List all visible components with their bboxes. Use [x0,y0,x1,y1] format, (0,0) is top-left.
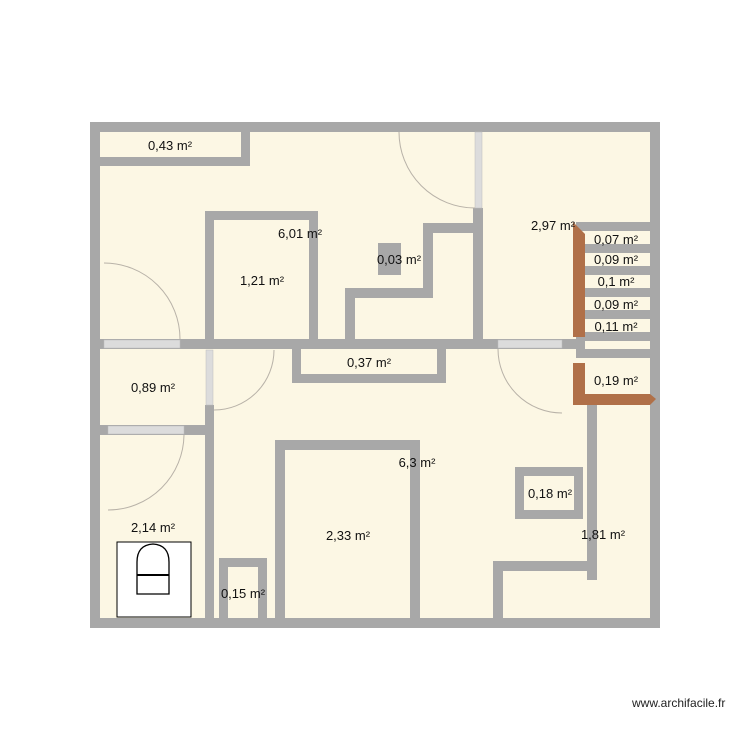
room-area-label: 0,11 m² [594,319,638,334]
door-leaf [497,339,563,349]
room-area-label: 0,07 m² [594,232,639,247]
room-area-label: 2,97 m² [531,218,576,233]
room-area-label: 0,19 m² [594,373,639,388]
doors [103,131,563,511]
stair-walls [573,222,656,405]
room-area-label: 2,33 m² [326,528,371,543]
door-leaf [107,425,185,435]
room-area-label: 0,43 m² [148,138,193,153]
room-area-label: 0,1 m² [598,274,636,289]
room-area-label: 6,01 m² [278,226,323,241]
room-area-label: 2,14 m² [131,520,176,535]
door-leaf [205,349,214,406]
room-labels: 0,43 m² 6,01 m² 1,21 m² 0,03 m² 2,97 m² … [131,138,639,601]
door-swing-arc [398,131,476,209]
room-area-label: 1,21 m² [240,273,285,288]
door-swing-arc [497,348,563,414]
room-area-label: 0,37 m² [347,355,392,370]
room-area-label: 0,09 m² [594,297,639,312]
door-leaf [474,131,483,209]
room-area-label: 0,89 m² [131,380,176,395]
door-swing-arc [213,349,275,411]
room-area-label: 6,3 m² [399,455,437,470]
room-area-label: 0,15 m² [221,586,266,601]
room-area-label: 0,03 m² [377,252,422,267]
room-area-label: 1,81 m² [581,527,626,542]
door-swing-arc [103,262,181,340]
watermark: www.archifacile.fr [632,696,726,710]
door-swing-arc [107,434,185,511]
room-area-label: 0,18 m² [528,486,573,501]
toilet-icon [116,541,192,618]
walls [90,122,660,628]
room-area-label: 0,09 m² [594,252,639,267]
door-leaf [103,339,181,349]
